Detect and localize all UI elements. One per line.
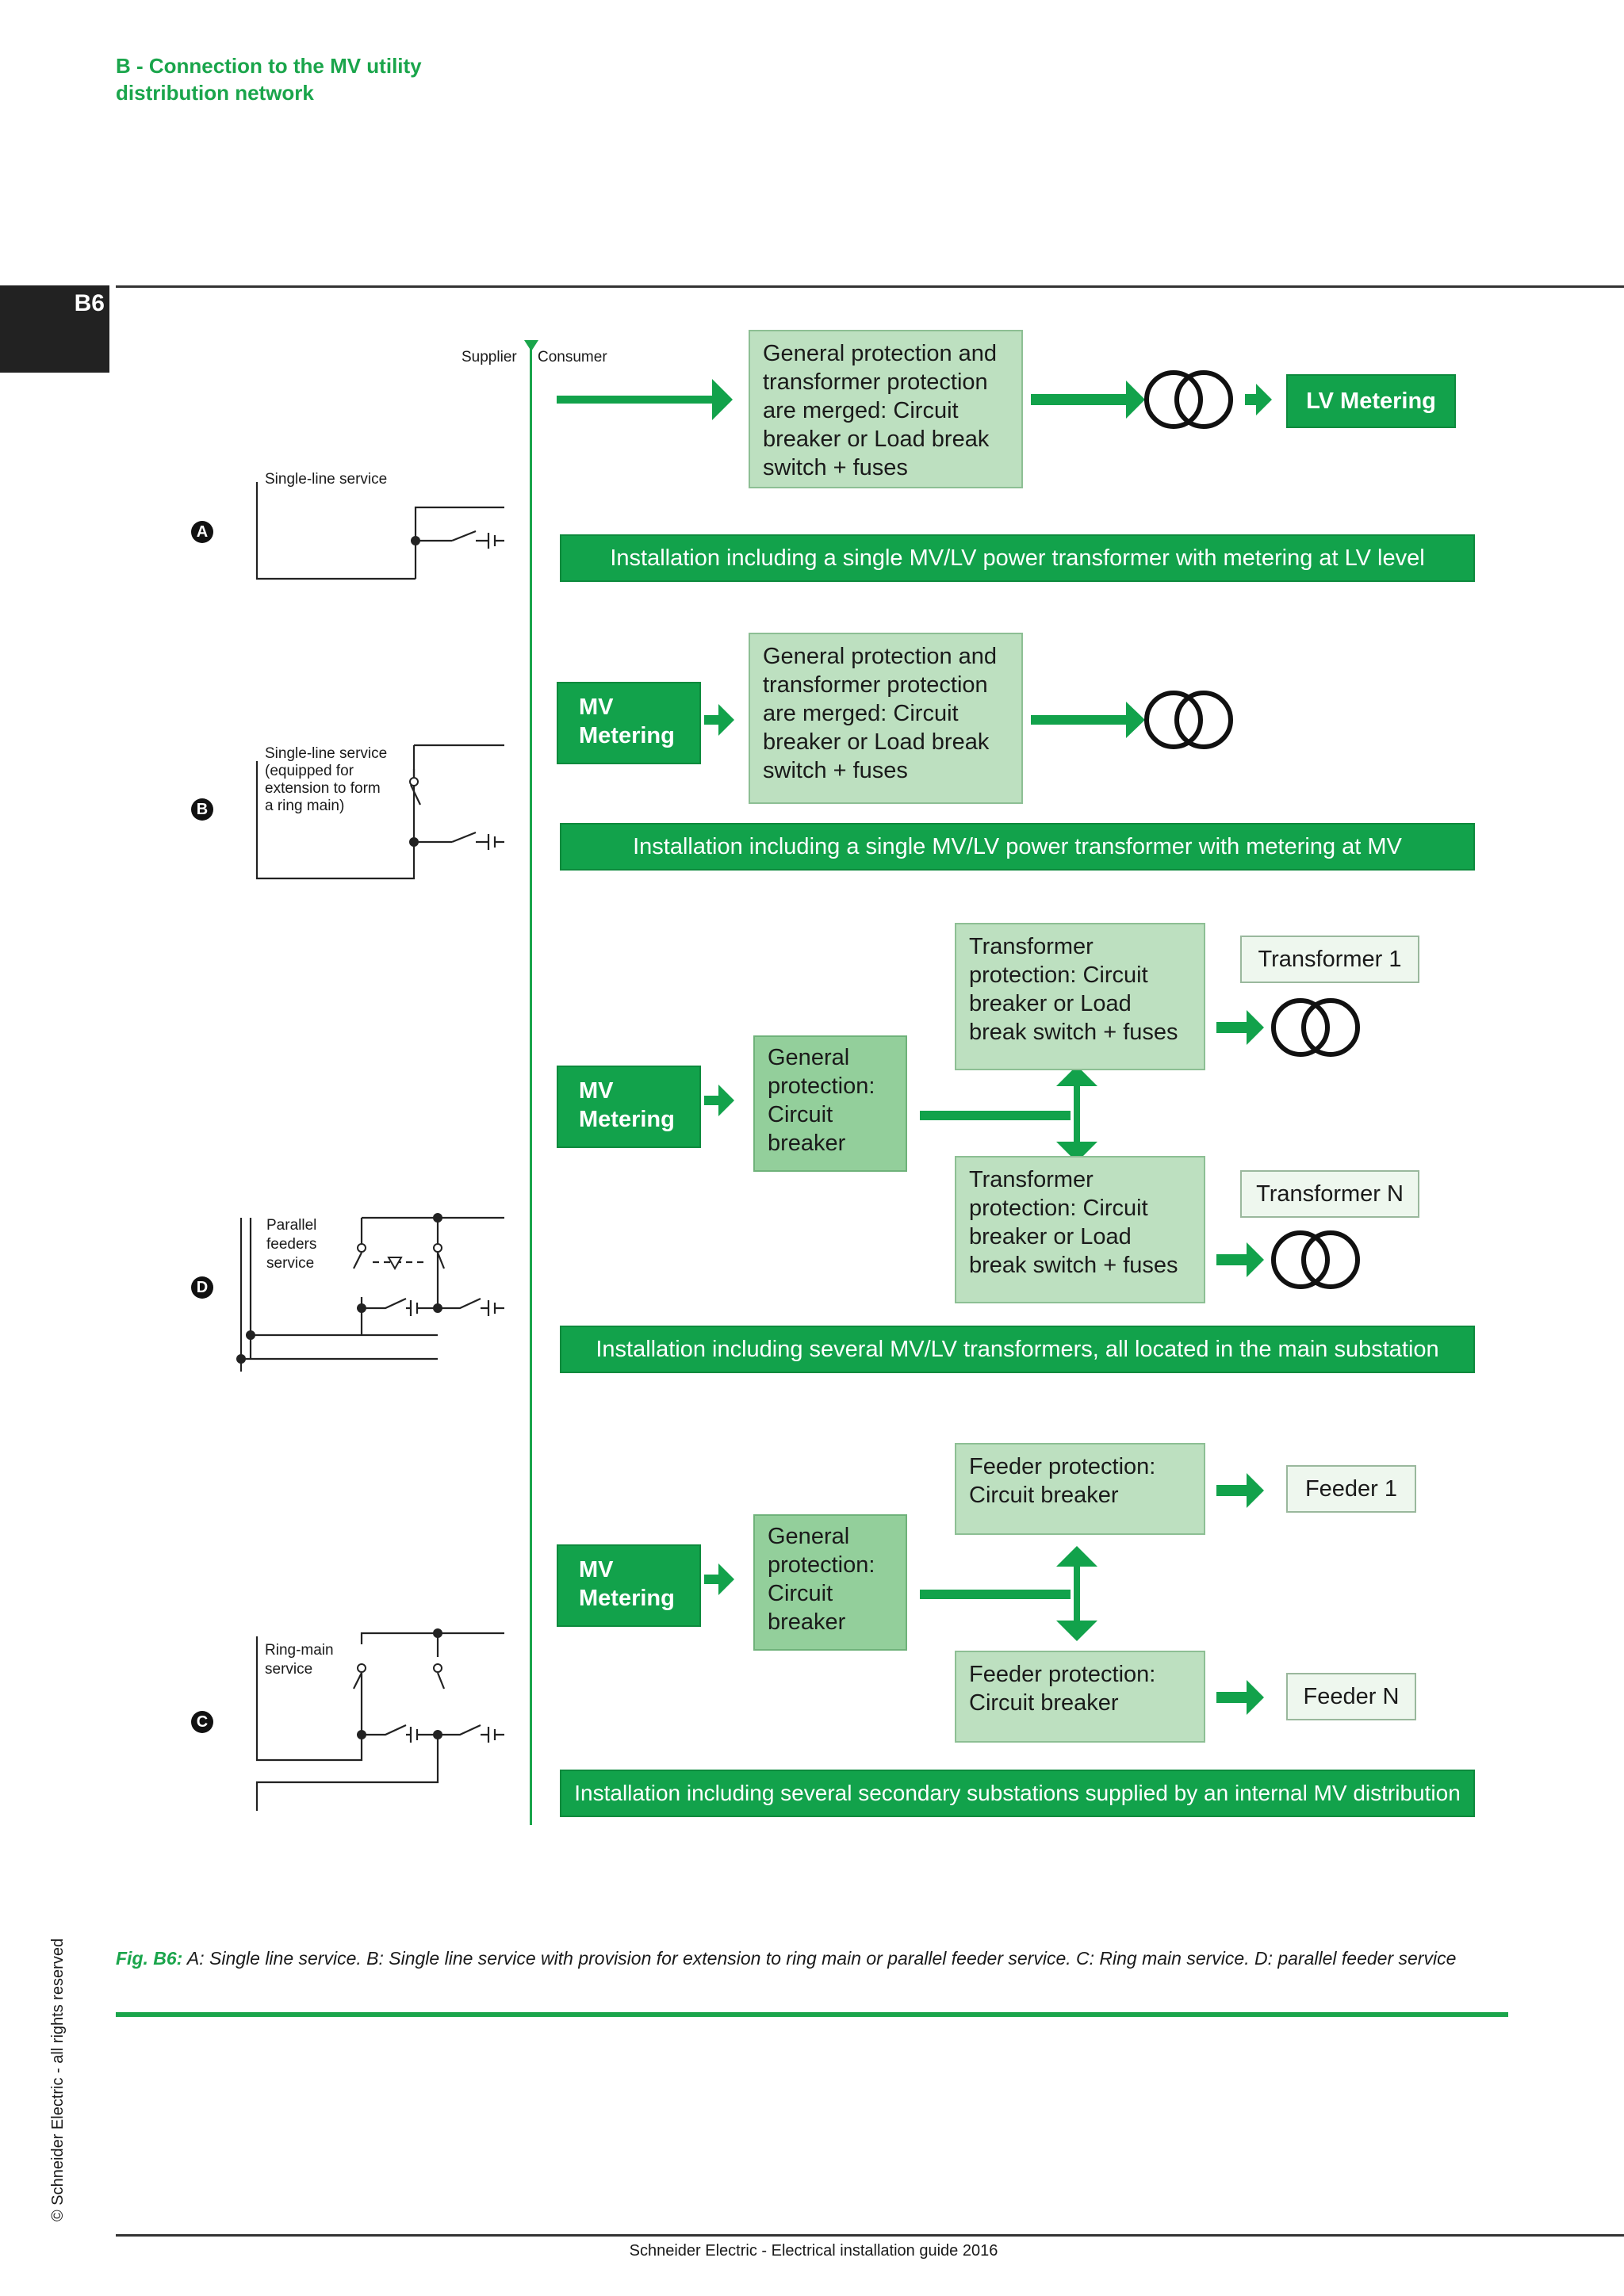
scenario-b-label-line: Single-line service: [265, 745, 388, 762]
row-b-protection-box: General protection and transformer prote…: [749, 633, 1023, 804]
box-line: switch + fuses: [763, 758, 908, 783]
scenario-d-label-line: feeders: [266, 1236, 317, 1253]
box-line: breaker or Load: [969, 991, 1132, 1016]
box-line: breaker: [768, 1609, 846, 1635]
scenario-a-marker: A: [191, 521, 213, 543]
box-line: General protection and: [763, 644, 998, 669]
feeder-n-box: Feeder N: [1286, 1673, 1416, 1720]
copyright-notice: © Schneider Electric - all rights reserv…: [49, 1938, 67, 2221]
box-line: are merged: Circuit: [763, 701, 959, 726]
transformer-1-box: Transformer 1: [1240, 936, 1419, 983]
box-line: breaker: [768, 1131, 846, 1156]
row-b-banner: Installation including a single MV/LV po…: [560, 823, 1475, 871]
scenario-d-label: Parallel feeders service: [266, 1216, 316, 1273]
row-d-banner: Installation including several MV/LV tra…: [560, 1326, 1475, 1373]
top-rule: [116, 285, 1624, 288]
section-header-line1: B - Connection to the MV utility: [116, 54, 422, 78]
supplier-label: Supplier: [462, 349, 517, 365]
scenario-c-label-line: service: [265, 1661, 313, 1678]
scenario-b-label-line: a ring main): [265, 798, 345, 814]
box-line: protection:: [768, 1552, 875, 1578]
box-line: Circuit: [768, 1581, 833, 1606]
box-line: break switch + fuses: [969, 1020, 1178, 1045]
scenario-d-label-line: Parallel: [266, 1217, 317, 1234]
bottom-rule: [116, 2234, 1624, 2237]
scenario-b-label-line: (equipped for: [265, 763, 354, 779]
box-line: Circuit breaker: [969, 1483, 1119, 1508]
supplier-consumer-divider: [530, 346, 532, 1825]
row-a-protection-box: General protection and transformer prote…: [749, 330, 1023, 488]
transformer-n-box: Transformer N: [1240, 1170, 1419, 1218]
scenario-b-label-line: extension to form: [265, 780, 381, 797]
row-c-mv-metering-box: MV Metering: [557, 1544, 701, 1627]
box-line: Transformer: [969, 934, 1094, 959]
transformer-icon: [1147, 373, 1231, 427]
box-line: MV: [579, 1078, 614, 1104]
box-line: Transformer: [969, 1167, 1094, 1192]
box-line: Circuit: [768, 1102, 833, 1127]
page-tab: B6: [0, 285, 109, 373]
figure-caption: Fig. B6: A: Single line service. B: Sing…: [116, 1947, 1511, 1970]
page-footer: Schneider Electric - Electrical installa…: [629, 2242, 998, 2260]
box-line: are merged: Circuit: [763, 398, 959, 423]
row-b-mv-metering-box: MV Metering: [557, 682, 701, 764]
row-a-banner: Installation including a single MV/LV po…: [560, 534, 1475, 582]
flow-arrows: [557, 317, 1624, 1715]
box-line: breaker or Load break: [763, 729, 990, 755]
row-d-general-protection-box: General protection: Circuit breaker: [753, 1035, 907, 1172]
lv-metering-box: LV Metering: [1286, 374, 1456, 428]
box-line: breaker or Load break: [763, 427, 990, 452]
section-header-line2: distribution network: [116, 81, 314, 105]
box-line: MV: [579, 695, 614, 720]
scenario-b-label: Single-line service (equipped for extens…: [265, 745, 387, 815]
box-line: protection:: [768, 1073, 875, 1099]
caption-rule: [116, 2012, 1508, 2017]
box-line: Feeder protection:: [969, 1454, 1156, 1479]
row-c-feeder-1-protection-box: Feeder protection: Circuit breaker: [955, 1443, 1205, 1535]
scenario-b-marker: B: [191, 798, 213, 821]
row-c-banner: Installation including several secondary…: [560, 1770, 1475, 1817]
section-header: B - Connection to the MV utility distrib…: [116, 52, 592, 106]
row-d-mv-metering-box: MV Metering: [557, 1066, 701, 1148]
box-line: Circuit breaker: [969, 1690, 1119, 1716]
box-line: protection: Circuit: [969, 962, 1148, 988]
scenario-c-label-line: Ring-main: [265, 1642, 334, 1659]
box-line: protection: Circuit: [969, 1196, 1148, 1221]
box-line: Metering: [579, 1586, 675, 1611]
box-line: Metering: [579, 1107, 675, 1132]
box-line: Feeder protection:: [969, 1662, 1156, 1687]
figure-number: Fig. B6:: [116, 1948, 183, 1969]
box-line: General: [768, 1524, 850, 1549]
service-schematics: [236, 482, 504, 1811]
box-line: breaker or Load: [969, 1224, 1132, 1249]
scenario-c-label: Ring-main service: [265, 1641, 334, 1679]
row-c-feeder-n-protection-box: Feeder protection: Circuit breaker: [955, 1651, 1205, 1743]
figure-caption-text: A: Single line service. B: Single line s…: [182, 1948, 1457, 1969]
box-line: transformer protection: [763, 369, 988, 395]
box-line: break switch + fuses: [969, 1253, 1178, 1278]
row-d-transformer-n-protection-box: Transformer protection: Circuit breaker …: [955, 1156, 1205, 1303]
scenario-a-label: Single-line service: [265, 471, 388, 488]
scenario-c-marker: C: [191, 1711, 213, 1733]
feeder-1-box: Feeder 1: [1286, 1465, 1416, 1513]
box-line: General protection and: [763, 341, 998, 366]
row-c-general-protection-box: General protection: Circuit breaker: [753, 1514, 907, 1651]
box-line: MV: [579, 1557, 614, 1582]
scenario-d-marker: D: [191, 1276, 213, 1299]
box-line: General: [768, 1045, 850, 1070]
scenario-d-label-line: service: [266, 1255, 315, 1272]
row-d-transformer-1-protection-box: Transformer protection: Circuit breaker …: [955, 923, 1205, 1070]
box-line: Metering: [579, 723, 675, 748]
box-line: transformer protection: [763, 672, 988, 698]
box-line: switch + fuses: [763, 455, 908, 480]
consumer-label: Consumer: [538, 349, 607, 365]
